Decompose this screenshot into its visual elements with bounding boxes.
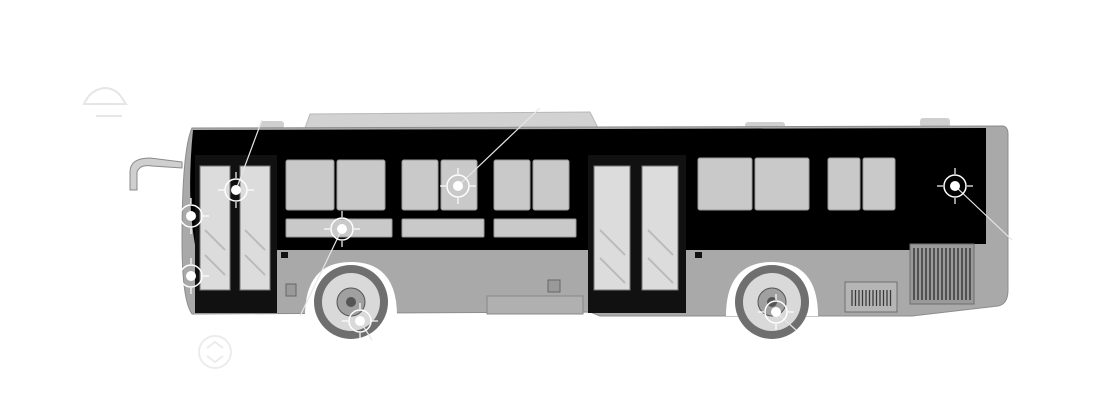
hotspot-mid-window[interactable] <box>440 168 476 204</box>
hotspot-front-wheel[interactable] <box>342 303 378 339</box>
roof-unit <box>304 111 599 129</box>
fuel-cap <box>547 279 561 293</box>
hotspot-front-upper[interactable] <box>173 198 209 234</box>
front-door-panel-left <box>199 165 231 291</box>
crosshair-target-icon <box>453 181 463 191</box>
car-outline-icon <box>82 86 128 117</box>
side-light-front <box>281 252 288 258</box>
crosshair-target-icon <box>231 185 241 195</box>
side-light-mid <box>695 252 702 258</box>
crosshair-target-icon <box>337 224 347 234</box>
crosshair-target-icon <box>355 316 365 326</box>
circle-arrows-icon <box>198 335 232 369</box>
hotspot-front-door[interactable] <box>218 172 254 208</box>
crosshair-target-icon <box>186 271 196 281</box>
hotspot-rear-wheel[interactable] <box>758 294 794 330</box>
side-hatch <box>486 295 584 315</box>
crosshair-target-icon <box>950 181 960 191</box>
access-panel <box>285 283 297 297</box>
front-door-panel-right <box>239 165 271 291</box>
front-wheel <box>314 265 388 339</box>
leader-lines <box>235 107 1013 341</box>
windows-upper <box>285 157 896 211</box>
hotspot-front-lower[interactable] <box>173 258 209 294</box>
windows-lower-strip <box>285 218 577 238</box>
crosshair-target-icon <box>186 211 196 221</box>
roof-bump-front <box>260 121 284 129</box>
roof-bump-rear <box>920 118 950 127</box>
side-mirror <box>129 157 183 191</box>
crosshair-target-icon <box>771 307 781 317</box>
hotspot-side-panel[interactable] <box>324 211 360 247</box>
rear-vent-small <box>844 281 898 313</box>
hotspot-rear-window[interactable] <box>937 168 973 204</box>
